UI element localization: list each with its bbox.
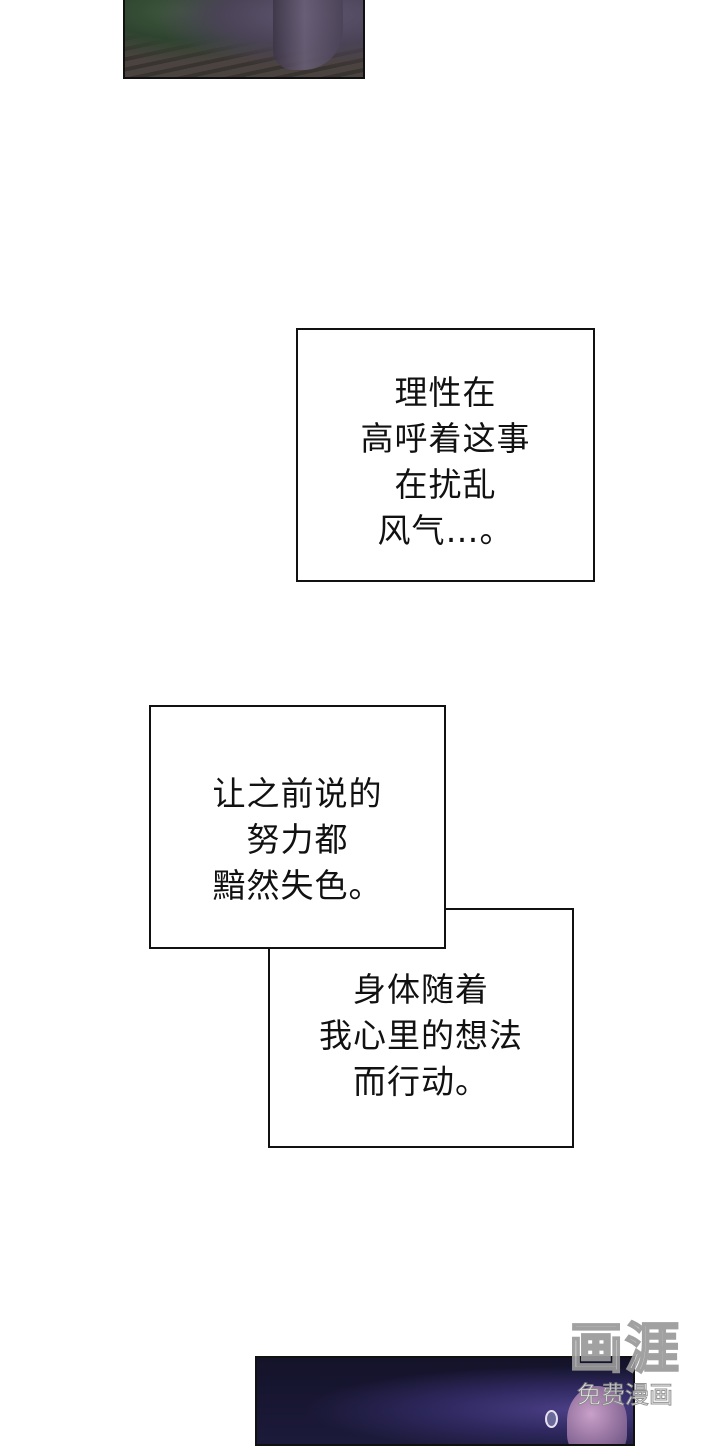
caption-line: 高呼着这事	[360, 419, 531, 458]
comic-panel-forest	[123, 0, 365, 79]
caption-text-3: 身体随着 我心里的想法 而行动。	[270, 967, 572, 1105]
caption-line: 黯然失色。	[212, 866, 383, 905]
watermark: 画涯 免费漫画	[560, 1317, 690, 1418]
tree-trunk-art	[273, 0, 343, 70]
caption-line: 在扰乱	[394, 465, 497, 504]
caption-join-cover	[270, 910, 444, 947]
caption-line: 我心里的想法	[319, 1016, 523, 1055]
caption-line: 让之前说的	[212, 774, 383, 813]
caption-text-1: 理性在 高呼着这事 在扰乱 风气…。	[298, 370, 593, 554]
caption-line: 风气…。	[377, 511, 514, 550]
earring-art	[545, 1410, 558, 1428]
caption-line: 身体随着	[353, 970, 489, 1009]
caption-line: 努力都	[246, 820, 349, 859]
caption-text-2: 让之前说的 努力都 黯然失色。	[151, 771, 444, 909]
caption-box-2: 让之前说的 努力都 黯然失色。	[149, 705, 446, 949]
caption-line: 理性在	[394, 373, 497, 412]
character-head-art	[567, 1386, 627, 1444]
watermark-logo: 画涯	[568, 1317, 681, 1381]
caption-line: 而行动。	[353, 1062, 489, 1101]
watermark-subtitle: 免费漫画	[577, 1381, 674, 1410]
caption-box-1: 理性在 高呼着这事 在扰乱 风气…。	[296, 328, 595, 582]
